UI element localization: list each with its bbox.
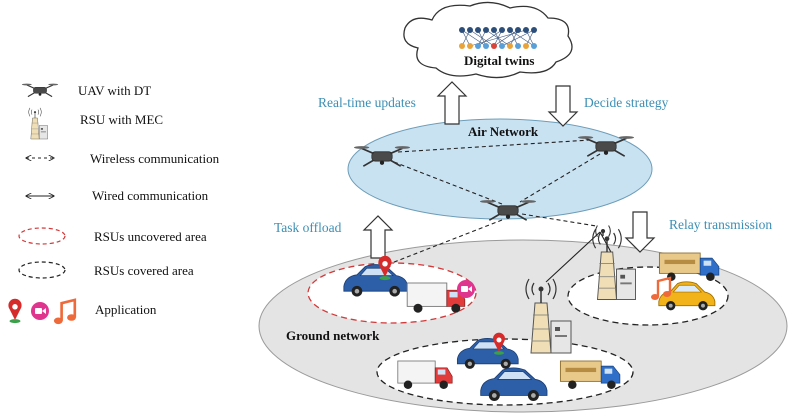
legend-wireless-label: Wireless communication: [90, 151, 220, 166]
relay-transmission-arrow: [624, 211, 656, 253]
wired-links: [545, 231, 613, 283]
decide-strategy-arrow: [547, 85, 579, 127]
legend-covered-label: RSUs covered area: [94, 263, 194, 278]
legend-uncovered-row: RSUs uncovered area: [18, 227, 207, 245]
legend-uncovered-label: RSUs uncovered area: [94, 229, 207, 244]
legend-wireless-row: Wireless communication: [26, 151, 220, 166]
legend-covered-row: RSUs covered area: [18, 261, 194, 279]
legend-application-row: Application: [8, 298, 157, 326]
cloud-icon: [403, 1, 573, 79]
covered-area-icon: [18, 261, 66, 279]
uncovered-area-icon: [18, 227, 66, 245]
camera-uncovered: [457, 280, 475, 298]
legend-wired-label: Wired communication: [92, 188, 209, 203]
relay-transmission-label: Relay transmission: [669, 217, 772, 232]
rsu-icon: [28, 107, 48, 140]
digital-twins-label: Digital twins: [464, 53, 534, 68]
digital-twins-cloud: Digital twins: [403, 1, 573, 79]
legend-application-label: Application: [95, 302, 157, 317]
location-pin-icon: [8, 298, 22, 324]
task-offload-arrow: [362, 215, 394, 259]
air-network-label: Air Network: [468, 124, 539, 139]
realtime-updates-label: Real-time updates: [318, 95, 416, 110]
camera-icon: [31, 302, 49, 320]
wireless-links: [384, 139, 601, 266]
legend-uav-row: UAV with DT: [21, 83, 151, 98]
ground-network-label: Ground network: [286, 328, 380, 343]
legend: UAV with DT RSU with MEC Wireless commun…: [8, 83, 220, 326]
realtime-update-arrow: [436, 81, 468, 125]
legend-rsu-row: RSU with MEC: [28, 107, 163, 140]
legend-uav-label: UAV with DT: [78, 83, 151, 98]
music-note-icon: [52, 298, 78, 326]
task-offload-label: Task offload: [274, 220, 342, 235]
uav-icon: [21, 83, 59, 98]
rsu-center-top: [595, 225, 611, 237]
air-network-plane: [347, 118, 653, 220]
decide-strategy-label: Decide strategy: [584, 95, 669, 110]
legend-wired-row: Wired communication: [26, 188, 209, 203]
neural-network-icon: [459, 27, 537, 49]
legend-rsu-label: RSU with MEC: [80, 112, 163, 127]
